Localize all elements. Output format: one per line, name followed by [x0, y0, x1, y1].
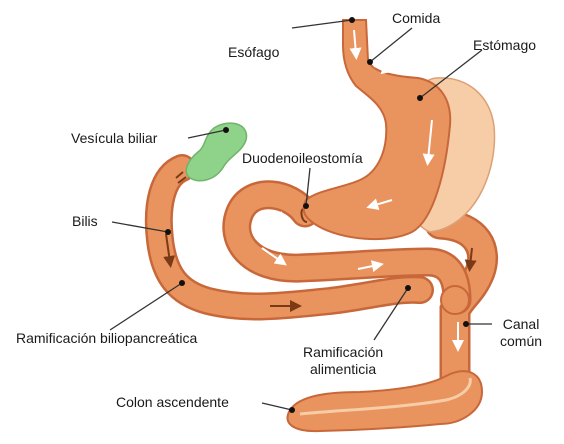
- label-canal-comun: Canal común: [500, 316, 542, 350]
- label-bilis: Bilis: [72, 213, 98, 230]
- label-canal-comun-line1: Canal: [500, 316, 542, 333]
- label-estomago: Estómago: [473, 37, 536, 54]
- label-colon-ascendente: Colon ascendente: [116, 394, 229, 411]
- label-comida: Comida: [392, 10, 440, 27]
- colon: [288, 371, 482, 431]
- label-esofago: Esófago: [228, 44, 279, 61]
- stomach: [304, 20, 495, 239]
- label-ramificacion-biliopancreatica: Ramificación biliopancreática: [16, 330, 197, 347]
- label-vesicula-biliar: Vesícula biliar: [71, 130, 157, 147]
- label-canal-comun-line2: común: [500, 333, 542, 350]
- label-ramificacion-alimenticia-line1: Ramificación: [303, 344, 383, 361]
- label-duodenoileostomia: Duodenoileostomía: [242, 150, 363, 167]
- label-ramificacion-alimenticia: Ramificación alimenticia: [303, 344, 383, 378]
- label-ramificacion-alimenticia-line2: alimenticia: [303, 361, 383, 378]
